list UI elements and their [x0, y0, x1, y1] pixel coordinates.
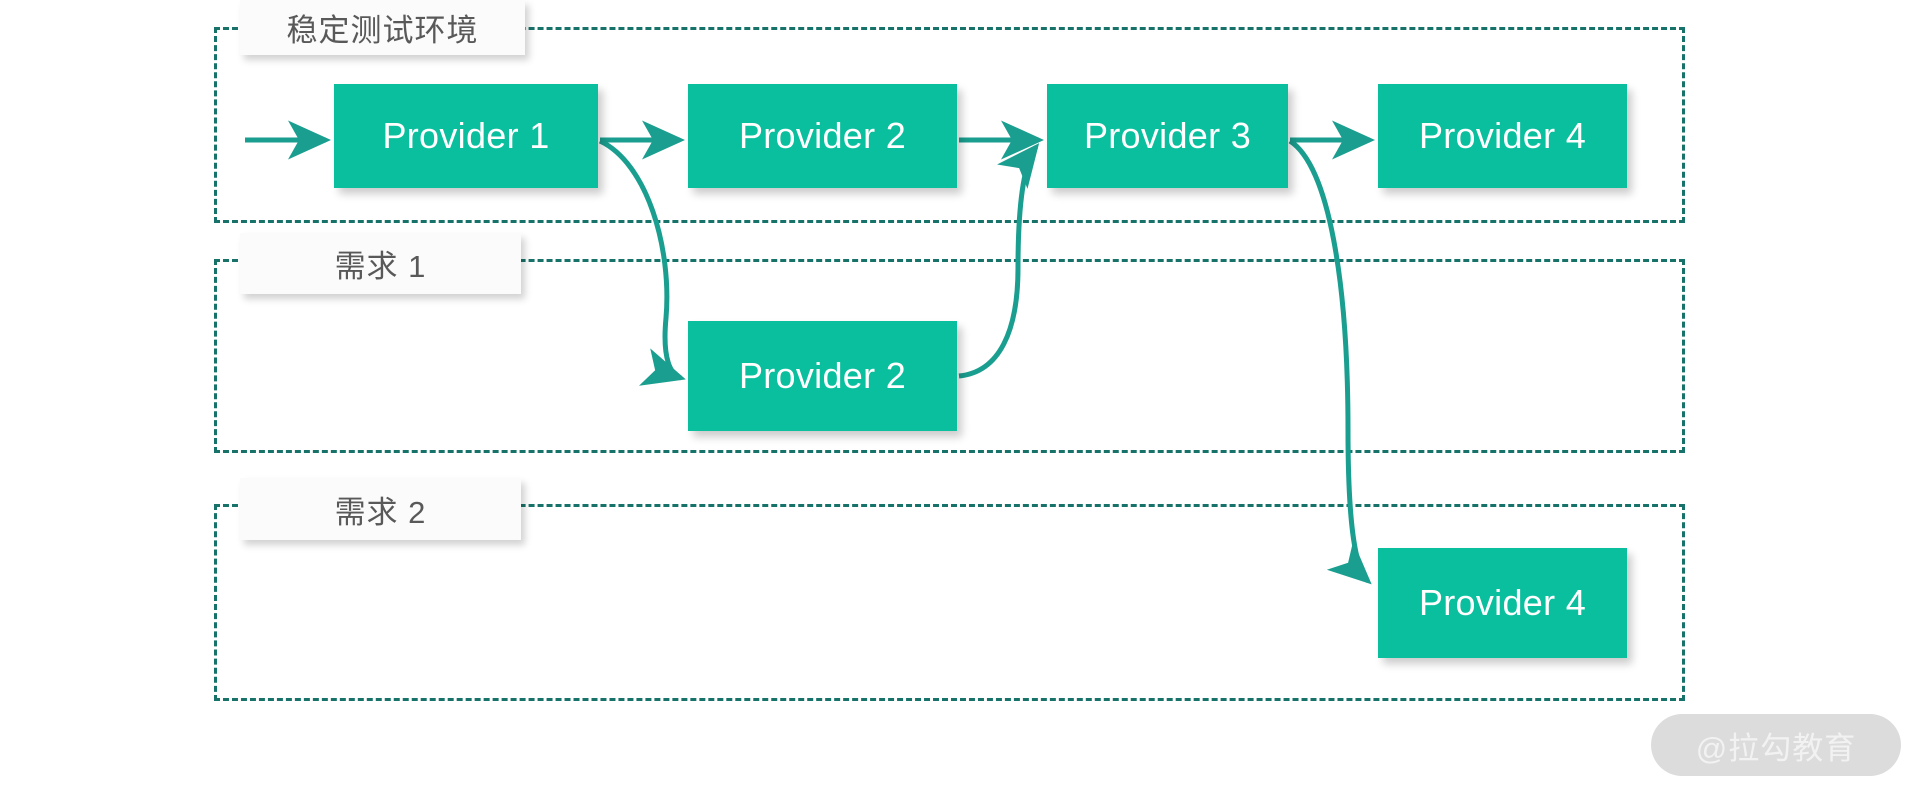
node-label: Provider 1: [382, 115, 550, 156]
zone-label-text: 需求 2: [334, 494, 427, 530]
node-label: Provider 4: [1418, 115, 1587, 156]
zone-label-stable-test-env: 稳定测试环境: [240, 0, 525, 55]
node-label: Provider 2: [738, 355, 907, 396]
node-provider-2-stable[interactable]: Provider 2: [688, 84, 957, 188]
zone-label-text: 需求 1: [334, 249, 427, 284]
zone-stable-test-env: [214, 27, 1685, 223]
node-provider-3-stable[interactable]: Provider 3: [1047, 84, 1288, 188]
zone-requirement-2: [214, 504, 1685, 701]
node-provider-4-requirement-2[interactable]: Provider 4: [1378, 548, 1627, 658]
watermark-badge: @拉勾教育: [1651, 714, 1901, 776]
zone-label-requirement-1: 需求 1: [240, 233, 521, 294]
zone-label-requirement-2: 需求 2: [240, 478, 521, 540]
node-label: Provider 4: [1418, 582, 1587, 623]
zone-label-text: 稳定测试环境: [286, 13, 479, 48]
zone-requirement-1: [214, 259, 1685, 453]
watermark-text: @拉勾教育: [1695, 730, 1857, 766]
node-provider-1-stable[interactable]: Provider 1: [334, 84, 598, 188]
node-provider-4-stable[interactable]: Provider 4: [1378, 84, 1627, 188]
node-label: Provider 3: [1083, 115, 1252, 156]
node-label: Provider 2: [738, 115, 907, 156]
node-provider-2-requirement-1[interactable]: Provider 2: [688, 321, 957, 431]
